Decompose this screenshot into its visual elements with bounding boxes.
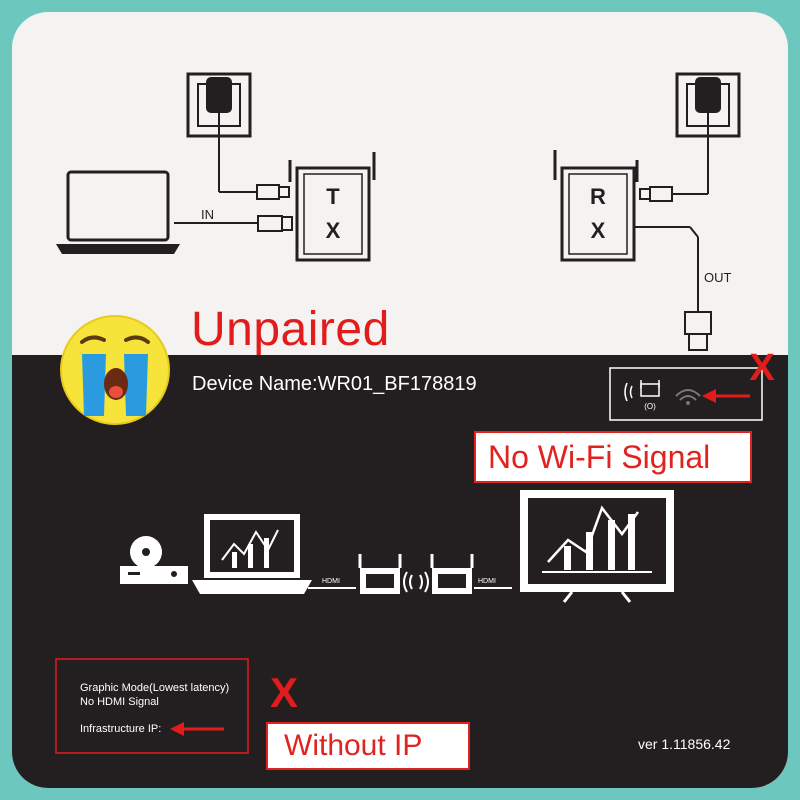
receiver-middle-icon <box>430 554 474 594</box>
no-wifi-callout-text: No Wi-Fi Signal <box>488 439 711 475</box>
tv-monitor-icon <box>520 490 674 603</box>
x-mark-ip-icon: X <box>270 669 298 716</box>
wall-socket-left-icon <box>186 72 290 200</box>
in-label: IN <box>201 207 214 222</box>
no-wifi-callout-box <box>474 431 752 483</box>
transmitter-middle-icon <box>358 554 402 594</box>
tx-letter-t: T <box>326 184 340 209</box>
graphic-mode-text: Graphic Mode(Lowest latency) <box>80 682 230 694</box>
laptop-source-icon <box>56 170 293 254</box>
laptop-middle-icon <box>192 514 312 594</box>
pairing-status-title: Unpaired <box>191 303 390 356</box>
info-panel-box <box>55 658 249 754</box>
infrastructure-ip-text: Infrastructure IP: <box>80 723 162 735</box>
wall-socket-right-icon <box>639 72 741 202</box>
device-name-label: Device Name:WR01_BF178819 <box>192 373 477 395</box>
out-label: OUT <box>704 270 732 285</box>
wifi-small-label: (O) <box>644 402 656 411</box>
without-ip-callout-text: Without IP <box>284 729 423 762</box>
crying-face-icon <box>60 315 170 425</box>
tx-transmitter-icon <box>288 152 376 262</box>
without-ip-callout-box <box>266 722 470 770</box>
wifi-status-box <box>609 367 763 421</box>
wireless-waves-icon <box>403 571 429 593</box>
rx-receiver-icon <box>553 150 712 351</box>
rx-letter-x: X <box>591 218 606 243</box>
x-mark-wifi-icon: X <box>749 347 775 389</box>
illustration-card: IN T X <box>12 12 788 788</box>
version-label: ver 1.11856.42 <box>638 736 731 752</box>
media-player-icon <box>120 536 188 584</box>
rx-letter-r: R <box>590 184 606 209</box>
diagram-artwork: IN T X <box>55 72 775 754</box>
hdmi-signal-text: No HDMI Signal <box>80 696 159 708</box>
hdmi-left-label: HDMI <box>322 578 340 585</box>
tx-letter-x: X <box>326 218 341 243</box>
hdmi-right-label: HDMI <box>478 578 496 585</box>
